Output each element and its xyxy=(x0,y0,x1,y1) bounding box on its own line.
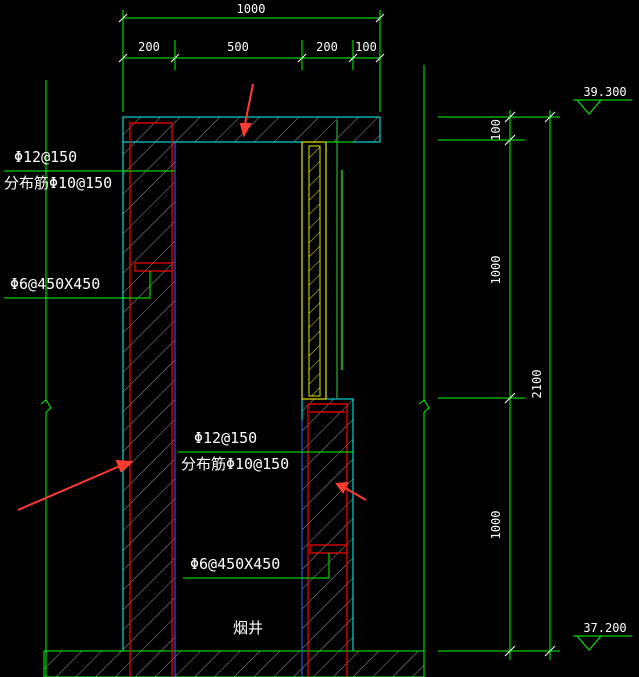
arrow-head-left-wall xyxy=(115,459,134,473)
arrow-head-top-slab xyxy=(239,123,252,138)
dim-right-top: 100 xyxy=(489,119,503,141)
top-slab xyxy=(122,116,381,143)
right-wall xyxy=(301,398,354,652)
dim-seg-right-wall: 200 xyxy=(316,40,338,54)
window-frame xyxy=(301,120,353,400)
label-left-rebar-main: Φ12@150 xyxy=(14,148,77,166)
elevation-top: 39.300 xyxy=(583,85,626,99)
top-dimension-lines xyxy=(118,10,385,112)
arrow-head-right-wall xyxy=(335,481,349,494)
ground-slab xyxy=(43,650,425,677)
dim-seg-overhang: 100 xyxy=(355,40,377,54)
dim-right-total: 2100 xyxy=(530,370,544,399)
dim-seg-left-wall: 200 xyxy=(138,40,160,54)
leader-lines xyxy=(4,170,353,579)
rebar-lines xyxy=(129,122,348,677)
dim-right-lower: 1000 xyxy=(489,511,503,540)
label-shaft-name: 烟井 xyxy=(233,619,263,637)
elevation-marker-top xyxy=(573,99,632,115)
right-dimension-lines xyxy=(418,65,560,677)
left-reference-line xyxy=(40,80,52,677)
elevation-bottom: 37.200 xyxy=(583,621,626,635)
blue-lines xyxy=(174,142,303,677)
label-right-tie: Φ6@450X450 xyxy=(190,555,280,573)
label-right-rebar-main: Φ12@150 xyxy=(194,429,257,447)
dim-right-upper: 1000 xyxy=(489,256,503,285)
annotation-arrows xyxy=(17,83,367,511)
label-left-tie: Φ6@450X450 xyxy=(10,275,100,293)
dim-seg-shaft: 500 xyxy=(227,40,249,54)
dim-total-width: 1000 xyxy=(237,2,266,16)
label-left-rebar-dist: 分布筋Φ10@150 xyxy=(4,174,112,192)
elevation-marker-bottom xyxy=(573,635,632,651)
left-wall xyxy=(122,141,176,652)
label-right-rebar-dist: 分布筋Φ10@150 xyxy=(181,455,289,473)
